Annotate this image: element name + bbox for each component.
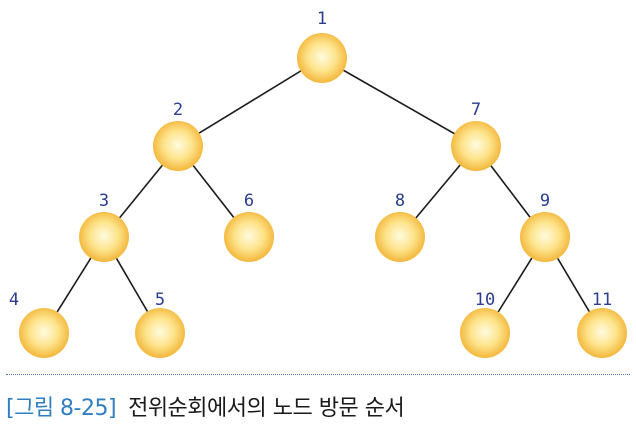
tree-node-label: 10 <box>475 290 495 310</box>
tree-node <box>297 33 347 83</box>
tree-node-label: 6 <box>244 191 254 211</box>
tree-labels: 1 2 3 4 5 6 7 8 9 10 11 <box>9 9 612 310</box>
figure-title: 전위순회에서의 노드 방문 순서 <box>128 396 405 421</box>
tree-node-label: 1 <box>317 9 327 29</box>
tree-node <box>79 212 129 262</box>
tree-node-label: 11 <box>592 290 612 310</box>
tree-node <box>19 308 69 358</box>
figure-number: [그림 8-25] <box>6 396 117 421</box>
tree-edges <box>43 57 603 334</box>
tree-edge <box>321 57 477 147</box>
tree-node-label: 8 <box>395 191 405 211</box>
caption-divider <box>6 374 630 375</box>
tree-node <box>153 121 203 171</box>
tree-node <box>135 308 185 358</box>
figure-caption: [그림 8-25] 전위순회에서의 노드 방문 순서 <box>6 386 630 426</box>
tree-node <box>577 308 627 358</box>
tree-node-label: 7 <box>471 100 481 120</box>
tree-node-label: 9 <box>540 191 550 211</box>
tree-node <box>520 212 570 262</box>
tree-node <box>224 212 274 262</box>
tree-edge <box>177 57 323 147</box>
tree-node-label: 5 <box>155 290 165 310</box>
tree-node <box>375 212 425 262</box>
tree-nodes <box>19 33 627 358</box>
tree-node <box>451 121 501 171</box>
tree-node-label: 3 <box>99 191 109 211</box>
tree-node-label: 2 <box>173 100 183 120</box>
tree-node-label: 4 <box>9 290 19 310</box>
tree-node <box>460 308 510 358</box>
tree-diagram: 1 2 3 4 5 6 7 8 9 10 11 <box>9 9 627 358</box>
